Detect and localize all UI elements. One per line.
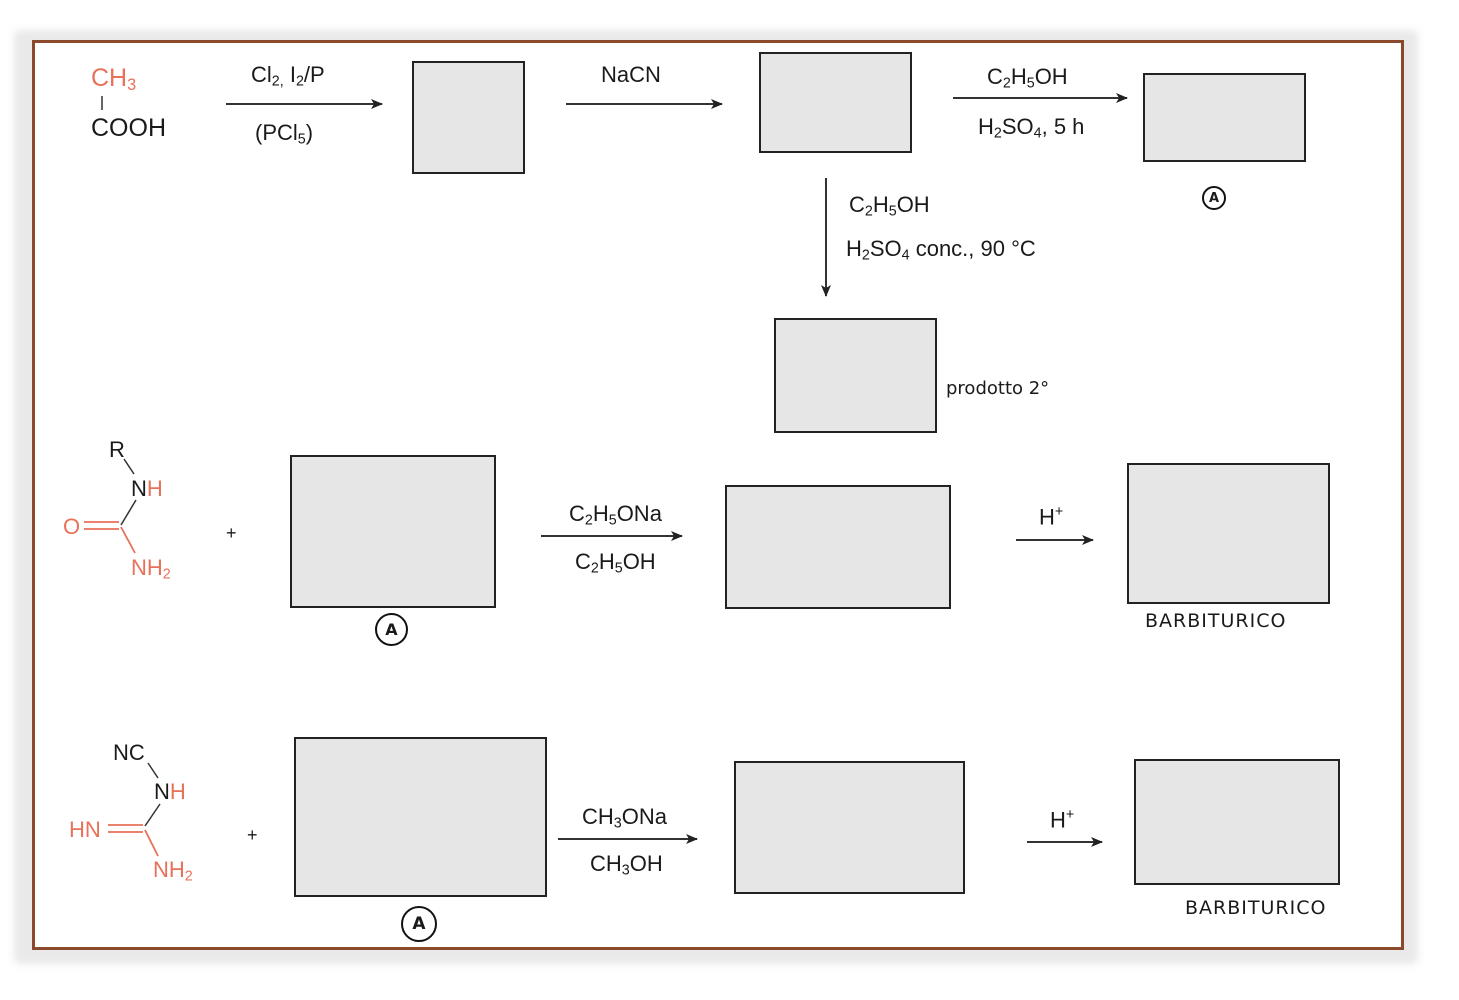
side-product-note: prodotto 2°: [946, 378, 1050, 399]
step2-reagent: NaCN: [601, 62, 661, 87]
bond-nh-c2: [144, 803, 161, 827]
urea-r-group: R: [109, 437, 125, 462]
urea-oxygen: O: [63, 514, 81, 539]
guanidine-reagent-top: CH3ONa: [582, 804, 667, 832]
cooh-group: COOH: [91, 114, 166, 142]
step1-catalyst: (PCl5): [255, 120, 314, 148]
guanidine-plus-sign: +: [247, 825, 258, 845]
urea-reagent-bottom: C2H5OH: [575, 549, 656, 577]
barbiturate-note-2: BARBITURICO: [1185, 897, 1327, 919]
bond-r-nh: [123, 458, 135, 475]
bond-c-nh2-2: [144, 829, 159, 857]
urea-reagent-top: C2H5ONa: [569, 501, 662, 529]
step3-reagent-bottom: H2SO4, 5 h: [978, 114, 1085, 142]
label-a-circle: A: [375, 613, 408, 646]
urea-acid-label: H+: [1039, 504, 1064, 530]
answer-box-guanidine-intermediate[interactable]: [734, 761, 965, 894]
guanidine-nc: NC: [113, 740, 145, 765]
guanidine-reagent-bottom: CH3OH: [590, 851, 663, 879]
answer-box-side-product[interactable]: [774, 318, 937, 433]
step4-reagent-bottom: H2SO4 conc., 90 °C: [846, 236, 1036, 264]
answer-box-urea-partner[interactable]: [290, 455, 496, 608]
label-a-circle: A: [401, 906, 437, 942]
urea-nh: NH: [131, 476, 163, 501]
bond-nh-c: [120, 499, 137, 526]
step4-reagent-top: C2H5OH: [849, 192, 930, 220]
guanidine-nh2: NH2: [153, 857, 193, 885]
answer-box-urea-intermediate[interactable]: [725, 485, 951, 609]
step3-reagent-top: C2H5OH: [987, 64, 1068, 92]
bond-c-nh2: [120, 526, 136, 554]
answer-box-cyanoacetic-acid[interactable]: [759, 52, 912, 153]
guanidine-nh: NH: [154, 779, 186, 804]
answer-box-barbiturate-1[interactable]: [1127, 463, 1330, 604]
urea-nh2: NH2: [131, 555, 171, 583]
urea-plus-sign: +: [226, 523, 237, 543]
answer-box-chloroacetic-acid[interactable]: [412, 61, 525, 174]
answer-box-guanidine-partner[interactable]: [294, 737, 547, 897]
guanidine-acid-label: H+: [1050, 807, 1075, 833]
label-a-circle: A: [1202, 186, 1226, 210]
answer-box-barbiturate-2[interactable]: [1134, 759, 1340, 885]
step1-reagents: Cl2, I2/P: [251, 62, 325, 90]
barbiturate-note-1: BARBITURICO: [1145, 610, 1287, 632]
ch3-group: CH3: [91, 64, 137, 95]
answer-box-diethyl-malonate[interactable]: [1143, 73, 1306, 162]
guanidine-hn: HN: [69, 817, 101, 842]
bond-nc-nh: [147, 762, 159, 779]
